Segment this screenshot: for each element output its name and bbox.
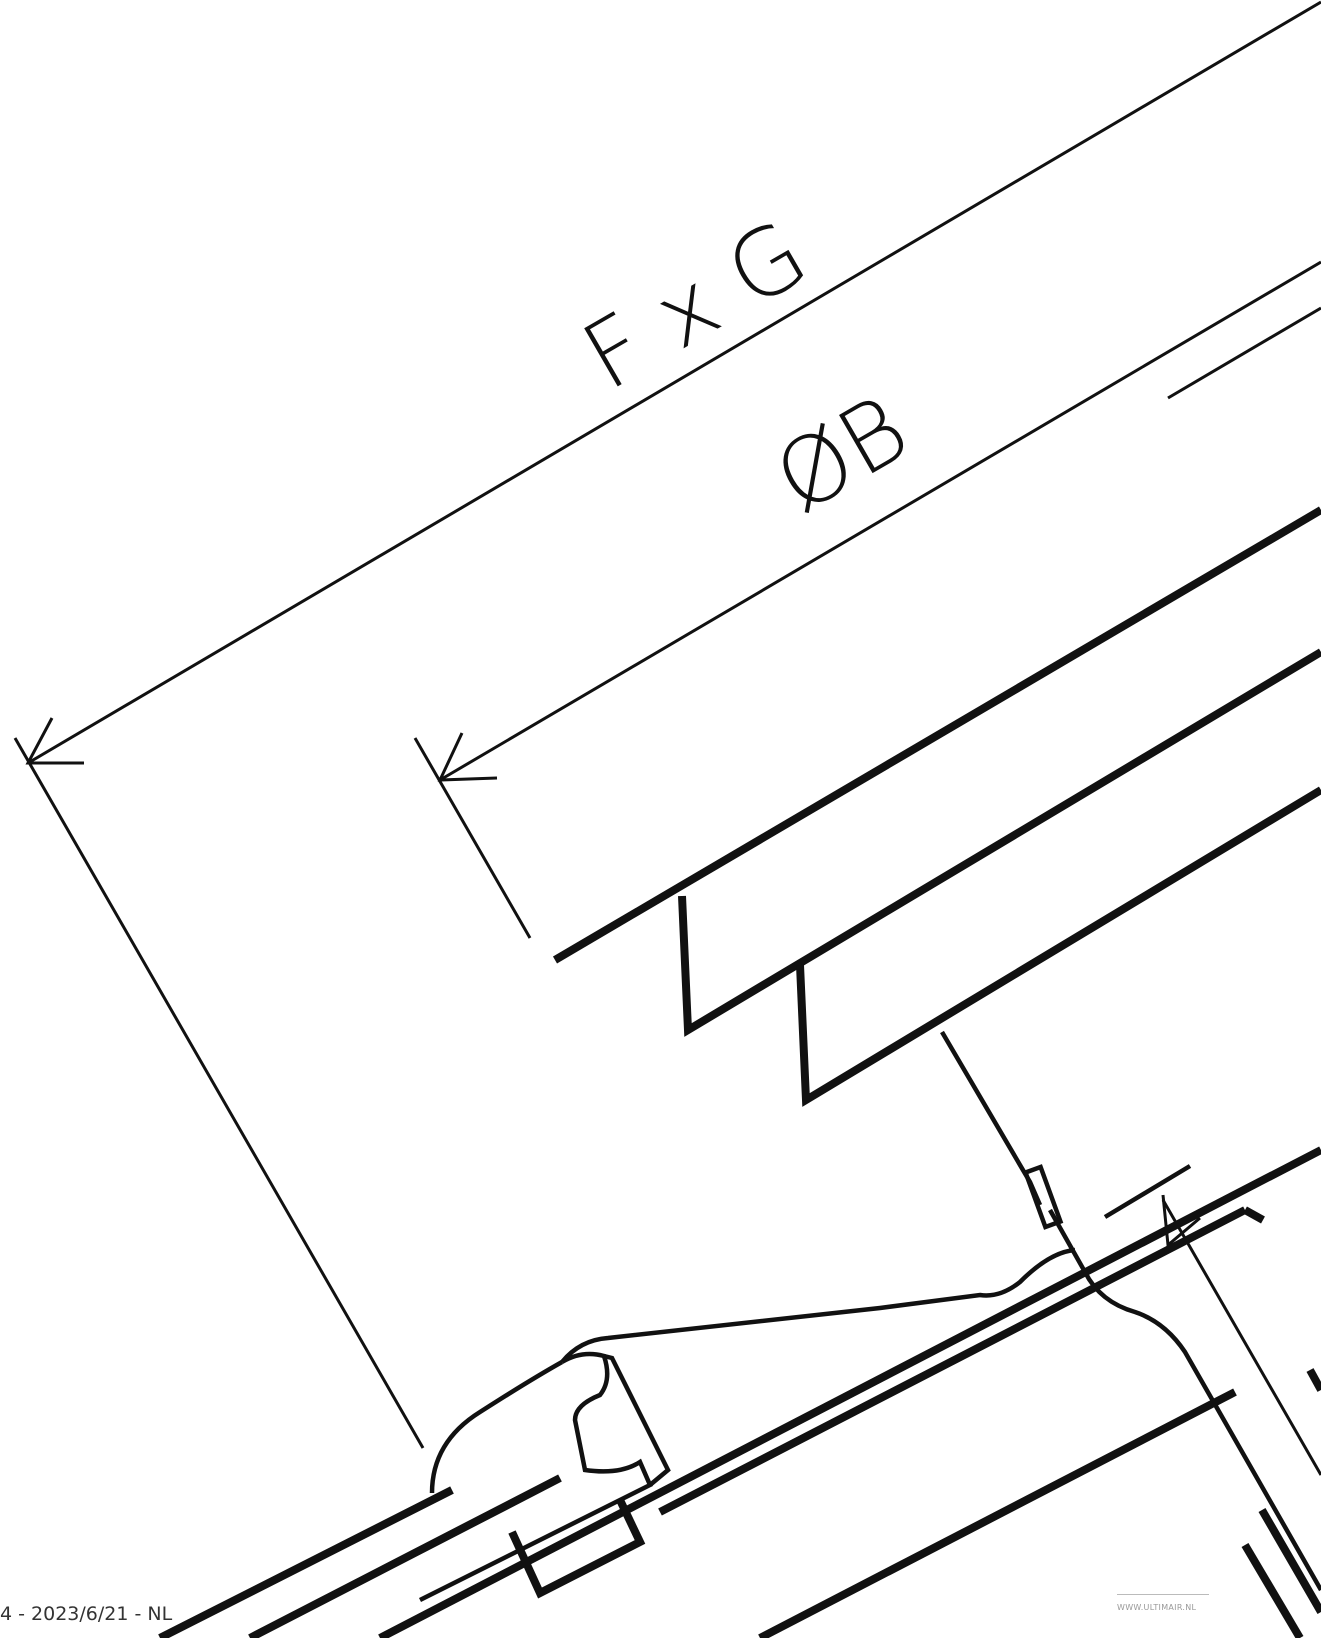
- website-link[interactable]: WWW.ULTIMAIR.NL: [1117, 1594, 1209, 1612]
- dimension-line-ob: [439, 260, 1321, 782]
- arrowhead-ob: [437, 732, 498, 782]
- label-fxg: F x G: [566, 200, 825, 411]
- dimension-fxg: F x G: [13, 0, 1321, 1449]
- extension-line-ob: [413, 737, 532, 939]
- dimension-ob: ØB: [413, 260, 1321, 939]
- flange-profile: [158, 1146, 1321, 1638]
- document-reference: 4 - 2023/6/21 - NL: [0, 1603, 173, 1625]
- duct-profile: [552, 506, 1321, 1230]
- dimension-line-fxg: [27, 0, 1321, 765]
- dimension-line-ob-2: [1167, 306, 1321, 400]
- extension-line-fxg: [13, 737, 425, 1449]
- dimension-height: [1103, 1164, 1321, 1476]
- arrowhead-fxg: [25, 717, 84, 765]
